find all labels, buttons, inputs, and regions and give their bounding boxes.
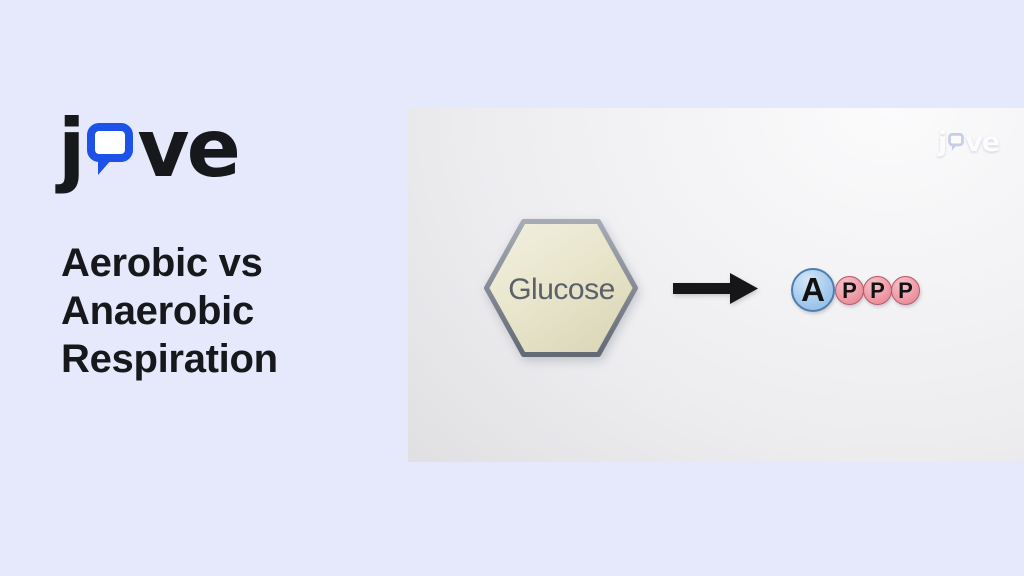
page-title: Aerobic vs Anaerobic Respiration xyxy=(61,239,278,383)
adenosine-label: A xyxy=(801,271,825,308)
speech-bubble-icon xyxy=(87,123,134,175)
watermark-letter-j: j xyxy=(938,127,947,158)
atp-phosphate-circle: P xyxy=(891,276,920,305)
watermark-bubble-icon xyxy=(948,133,965,151)
watermark-letters-ve: ve xyxy=(965,127,1000,158)
jove-watermark-logo: j ve xyxy=(938,127,1000,158)
atp-adenosine-circle: A xyxy=(791,268,835,312)
title-line-2: Anaerobic xyxy=(61,289,254,333)
title-line-3: Respiration xyxy=(61,337,278,381)
logo-letters-ve: ve xyxy=(137,102,240,195)
atp-phosphate-circle: P xyxy=(863,276,892,305)
glucose-label: Glucose xyxy=(508,273,615,306)
right-arrow-icon xyxy=(673,273,758,304)
phosphate-label: P xyxy=(870,277,885,303)
title-line-1: Aerobic vs xyxy=(61,241,263,285)
glucose-hexagon: Glucose xyxy=(484,219,638,357)
jove-logo: j ve xyxy=(58,102,241,195)
phosphate-label: P xyxy=(898,277,913,303)
atp-phosphate-circle: P xyxy=(835,276,864,305)
phosphate-label: P xyxy=(842,277,857,303)
logo-letter-j: j xyxy=(58,102,85,195)
video-frame[interactable]: j ve Glucose xyxy=(408,108,1024,462)
